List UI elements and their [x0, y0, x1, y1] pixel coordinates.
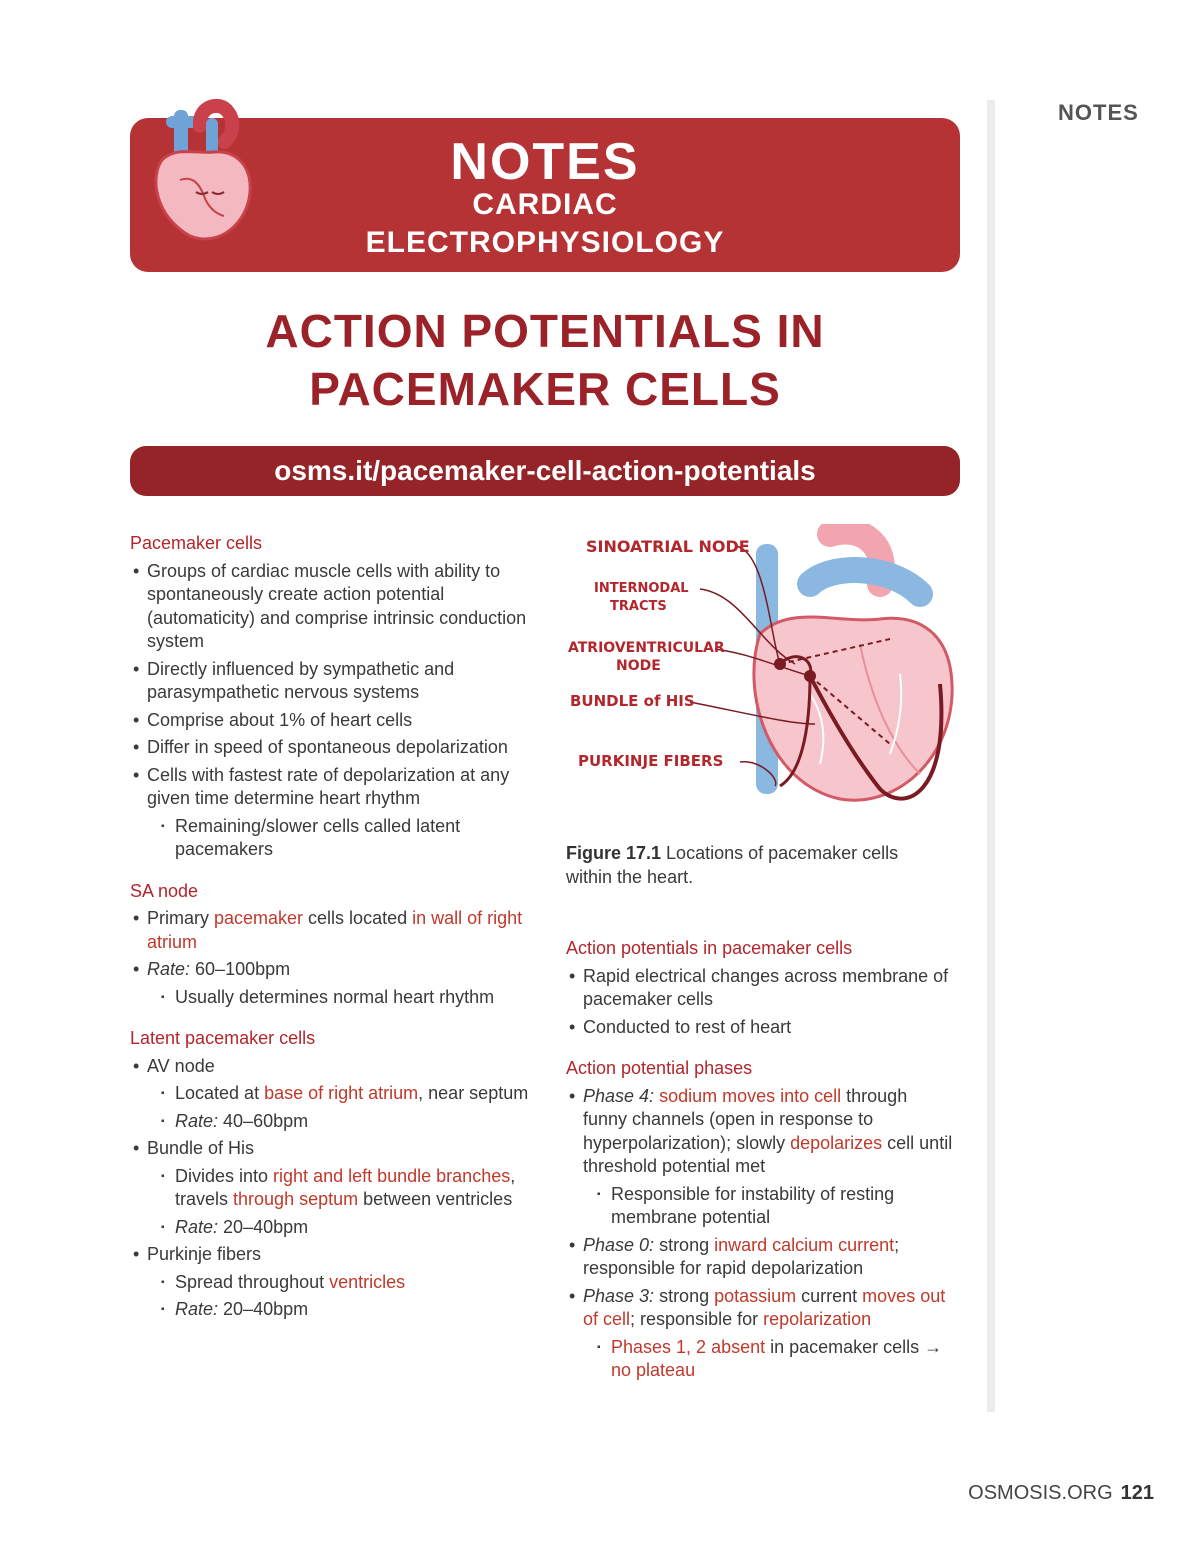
side-rule — [987, 100, 995, 1412]
list-item: Conducted to rest of heart — [566, 1016, 956, 1040]
list-item: Phase 0: strong inward calcium current; … — [566, 1234, 956, 1281]
latent-pacemaker-list: AV node Located at base of right atrium,… — [130, 1055, 530, 1322]
list-item: Rapid electrical changes across membrane… — [566, 965, 956, 1012]
heart-icon — [154, 98, 252, 241]
list-item: Differ in speed of spontaneous depolariz… — [130, 736, 530, 760]
list-item: Purkinje fibers — [130, 1243, 530, 1267]
label-atrioventricular-line1: ATRIOVENTRICULAR — [568, 640, 725, 656]
topic-link[interactable]: osms.it/pacemaker-cell-action-potentials — [130, 446, 960, 496]
sub-list-item: Rate: 40–60bpm — [130, 1110, 530, 1134]
list-item: Groups of cardiac muscle cells with abil… — [130, 560, 530, 654]
sub-list-item: Located at base of right atrium, near se… — [130, 1082, 530, 1106]
section-heading-pacemaker-cells: Pacemaker cells — [130, 533, 263, 553]
list-item: Rate: 60–100bpm — [130, 958, 530, 982]
side-notes-label: NOTES — [1058, 100, 1139, 125]
label-bundle-of-his: BUNDLE of HIS — [570, 692, 695, 710]
section-heading-sa-node: SA node — [130, 880, 199, 901]
pacemaker-cells-list: Groups of cardiac muscle cells with abil… — [130, 560, 530, 862]
label-purkinje-fibers: PURKINJE FIBERS — [578, 752, 723, 770]
label-sinoatrial-node: SINOATRIAL NODE — [586, 537, 750, 556]
list-item: Cells with fastest rate of depolarizatio… — [130, 764, 530, 811]
banner-subtitle-line2: ELECTROPHYSIOLOGY — [365, 226, 725, 259]
sub-list-item: Phases 1, 2 absent in pacemaker cells → … — [566, 1336, 956, 1383]
label-internodal-line1: INTERNODAL — [594, 581, 689, 596]
heart-conduction-figure: SINOATRIAL NODE INTERNODAL TRACTS ATRIOV… — [568, 524, 954, 802]
header-banner: NOTES CARDIAC ELECTROPHYSIOLOGY — [130, 118, 960, 272]
sub-list-item: Divides into right and left bundle branc… — [130, 1165, 530, 1212]
list-item: Bundle of His — [130, 1137, 530, 1161]
footer-site: OSMOSIS.ORG — [968, 1482, 1113, 1504]
sub-list-item: Rate: 20–40bpm — [130, 1298, 530, 1322]
list-item: Phase 4: sodium moves into cell through … — [566, 1085, 956, 1179]
label-internodal-line2: TRACTS — [610, 599, 667, 614]
action-potentials-list: Rapid electrical changes across membrane… — [566, 965, 956, 1040]
sub-list-item: Spread throughout ventricles — [130, 1271, 530, 1295]
list-item: Primary pacemaker cells located in wall … — [130, 907, 530, 954]
page-title-line2: PACEMAKER CELLS — [309, 363, 781, 415]
section-heading-action-potentials: Action potentials in pacemaker cells — [566, 938, 853, 958]
sub-list-item: Rate: 20–40bpm — [130, 1216, 530, 1240]
list-item: AV node — [130, 1055, 530, 1079]
list-item: Directly influenced by sympathetic and p… — [130, 658, 530, 705]
section-heading-latent-pacemaker-cells: Latent pacemaker cells — [130, 1028, 316, 1048]
list-item: Comprise about 1% of heart cells — [130, 709, 530, 733]
sa-node-list: Primary pacemaker cells located in wall … — [130, 907, 530, 1009]
page-title-line1: ACTION POTENTIALS IN — [265, 305, 825, 357]
action-potential-phases-list: Phase 4: sodium moves into cell through … — [566, 1085, 956, 1383]
banner-subtitle-line1: CARDIAC — [472, 188, 618, 221]
figure-caption: Figure 17.1 Locations of pacemaker cells… — [566, 843, 899, 887]
page-number: 121 — [1120, 1482, 1154, 1504]
sub-list-item: Remaining/slower cells called latent pac… — [130, 815, 530, 862]
right-column: Action potentials in pacemaker cells Rap… — [566, 937, 956, 1387]
banner-title: NOTES — [450, 133, 640, 191]
page-footer: OSMOSIS.ORG 121 — [968, 1482, 1154, 1505]
section-heading-action-potential-phases: Action potential phases — [566, 1058, 753, 1078]
label-atrioventricular-line2: NODE — [616, 658, 661, 674]
sub-list-item: Responsible for instability of resting m… — [566, 1183, 956, 1230]
left-column: Pacemaker cells Groups of cardiac muscle… — [130, 532, 530, 1326]
sub-list-item: Usually determines normal heart rhythm — [130, 986, 530, 1010]
list-item: Phase 3: strong potassium current moves … — [566, 1285, 956, 1332]
